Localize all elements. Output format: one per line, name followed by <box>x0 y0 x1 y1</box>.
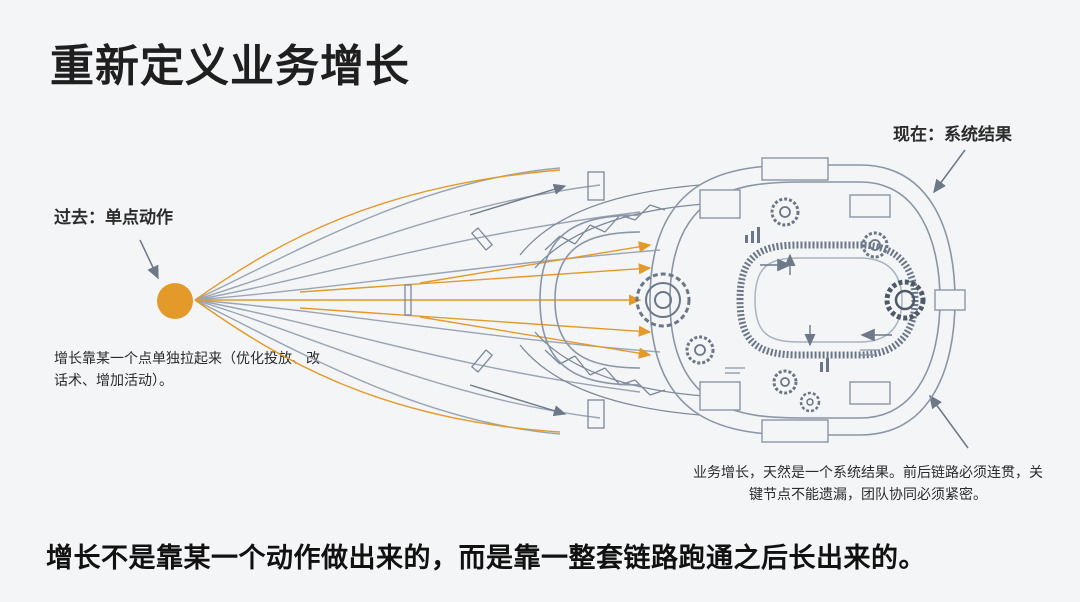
gear-icon <box>635 272 691 328</box>
gear-icon <box>685 335 715 365</box>
bar-chart-icon <box>820 358 829 372</box>
gray-arrows <box>469 183 567 417</box>
bottom-flange <box>470 349 494 373</box>
past-label: 过去：单点动作 <box>54 208 173 228</box>
truss-bottom <box>519 331 706 429</box>
page-title: 重新定义业务增长 <box>50 41 410 92</box>
machine-boxes <box>699 157 966 443</box>
single-point-dot <box>157 283 193 319</box>
vertical-bracket <box>404 284 412 316</box>
bar-chart-icon <box>745 227 760 243</box>
footer-summary: 增长不是靠某一个动作做出来的，而是靠一整套链路跑通之后长出来的。 <box>46 543 926 574</box>
top-flange <box>470 227 494 251</box>
now-pointer-arrow <box>933 149 966 194</box>
truss-top <box>519 171 706 269</box>
orange-lines <box>194 169 652 433</box>
gear-icon <box>861 231 889 259</box>
text-lines-icon <box>725 349 880 374</box>
now-label: 现在：系统结果 <box>893 125 1012 145</box>
inner-track <box>736 241 919 359</box>
now-description: 业务增长，天然是一个系统结果。前后链路必须连贯，关键节点不能遗漏，团队协同必须紧… <box>693 465 1043 503</box>
gear-icon <box>770 197 800 227</box>
now-bottom-pointer-arrow <box>929 394 969 449</box>
past-pointer-arrow <box>139 239 159 280</box>
gear-icon <box>884 279 926 321</box>
past-description: 增长靠某一个点单独拉起来（优化投放、改话术、增加活动）。 <box>54 351 320 389</box>
gear-icon <box>772 369 798 395</box>
gear-icon <box>799 391 821 413</box>
